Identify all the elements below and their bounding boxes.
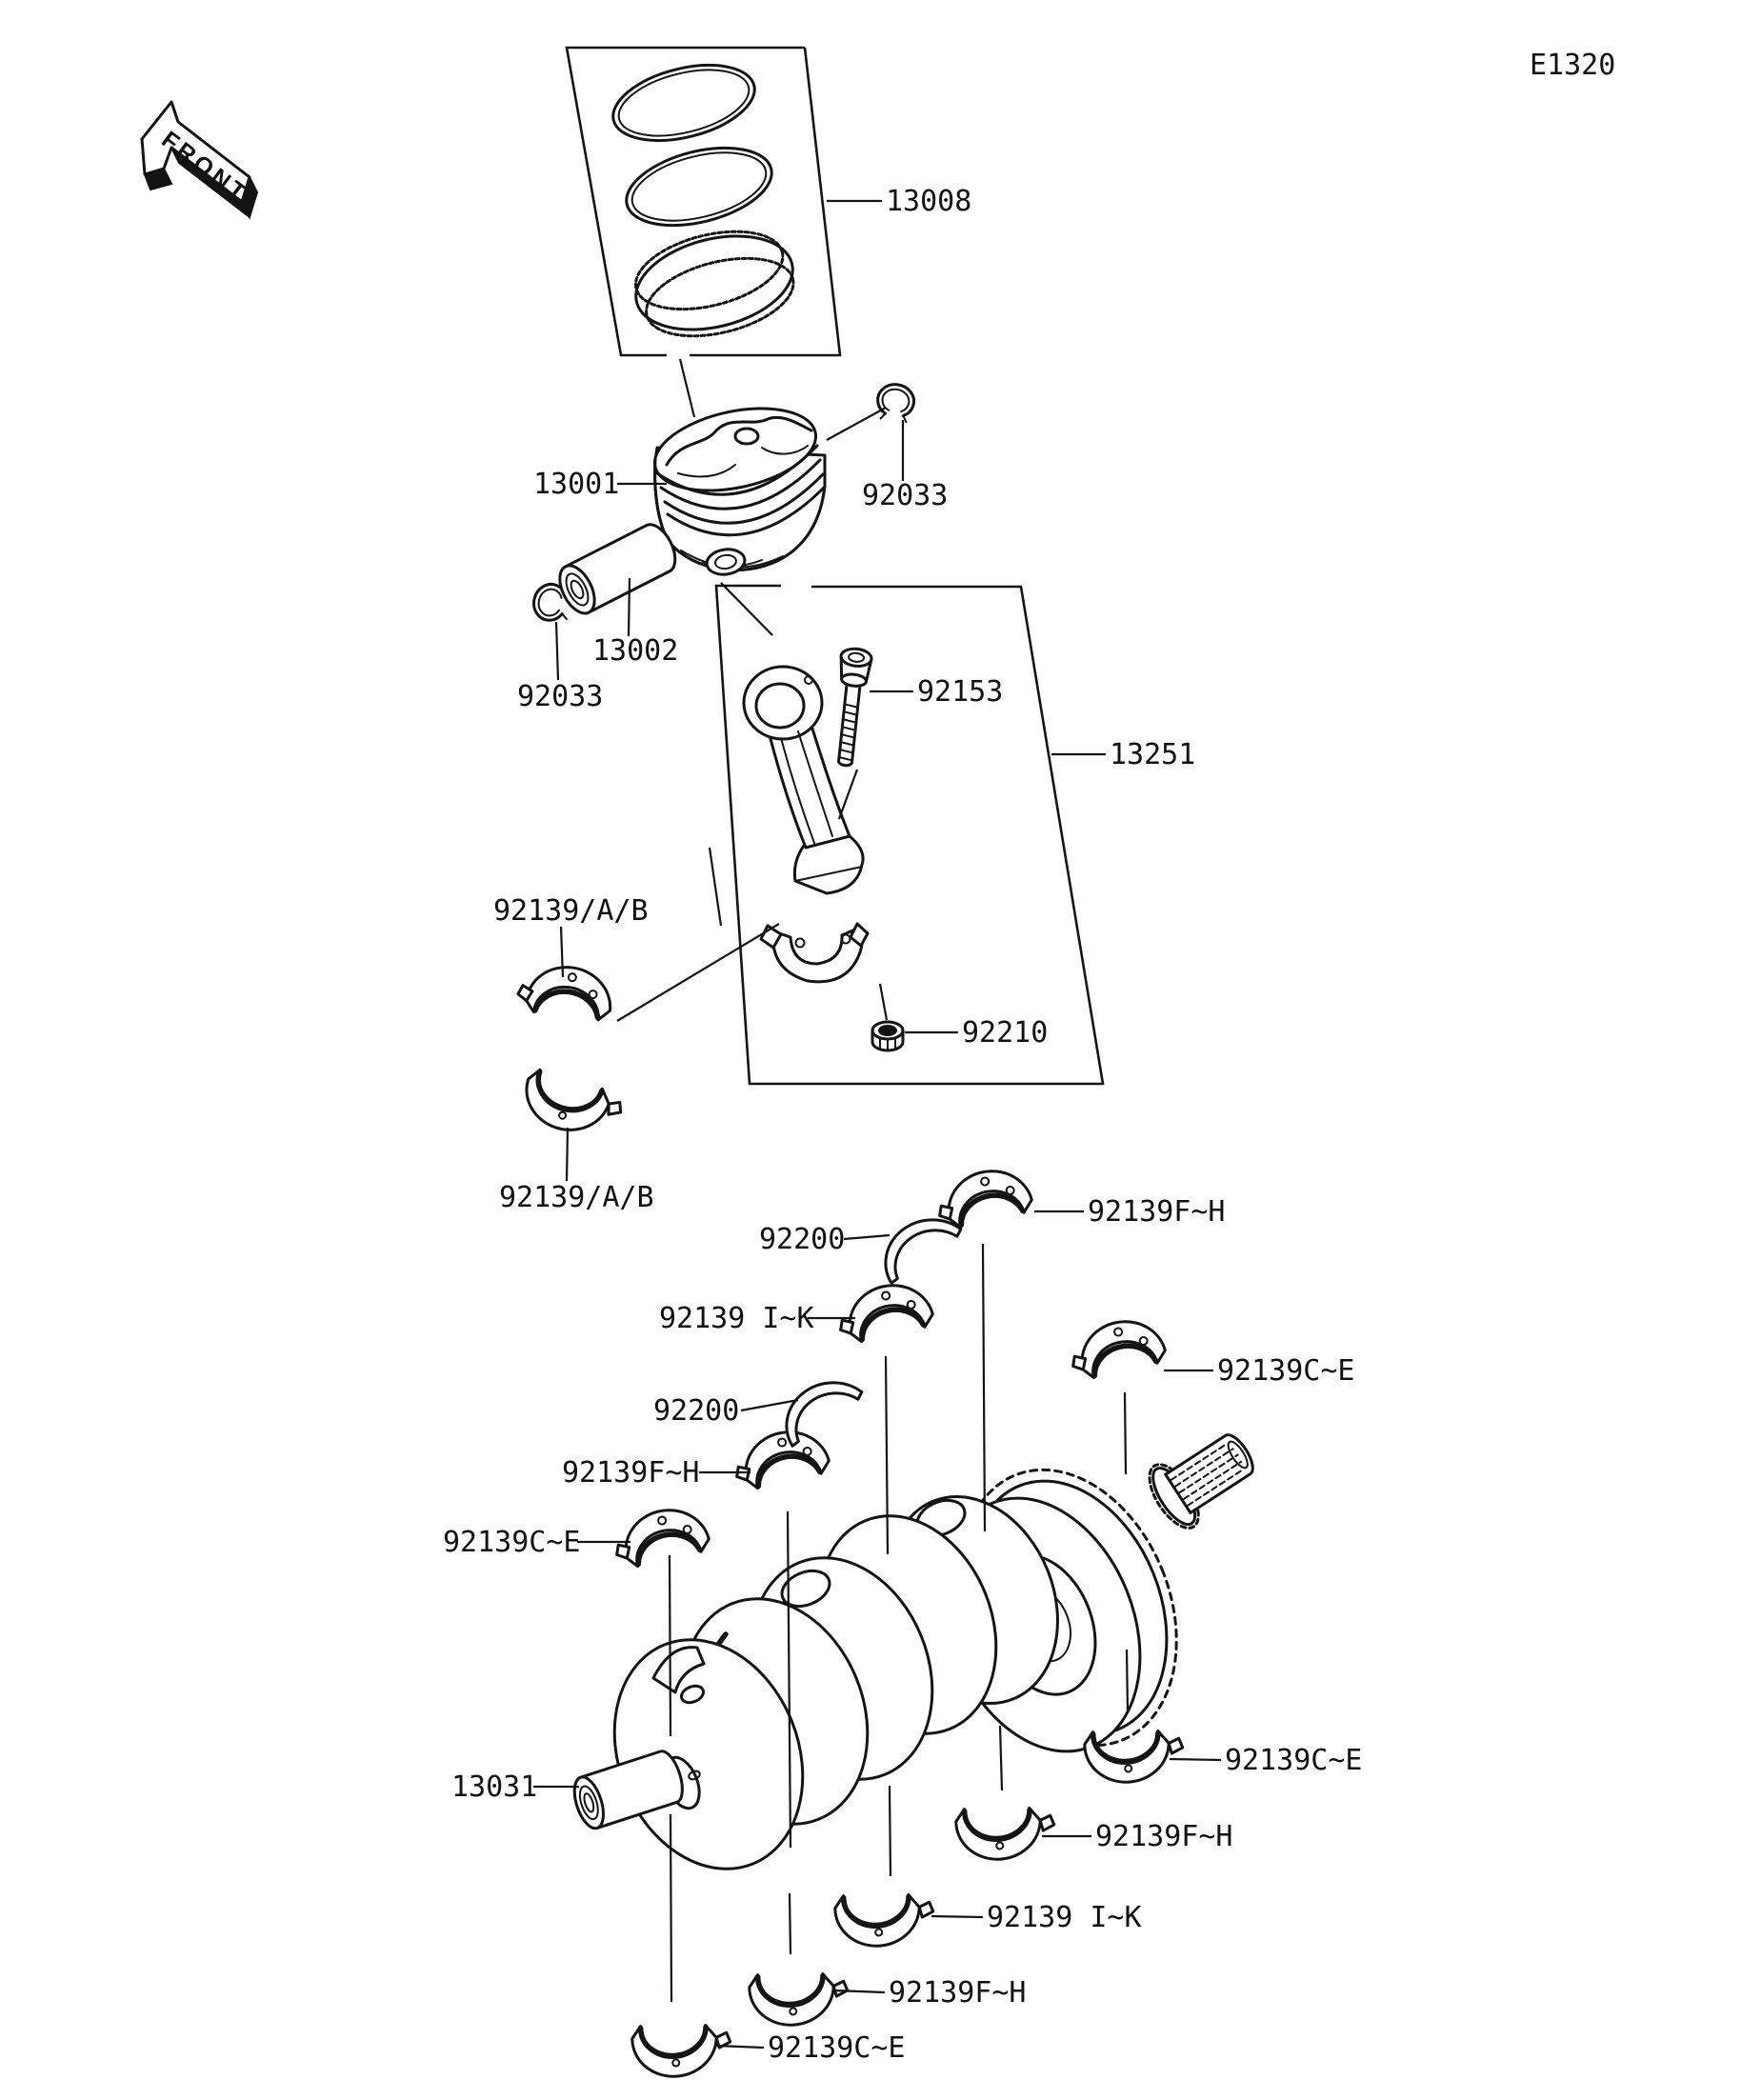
callout-main-bearing-ce-bottom-left[interactable]: 92139C~E	[768, 2031, 906, 2065]
assembly-line-1	[720, 582, 773, 636]
leader-rod-bearing-upper	[559, 926, 565, 978]
callout-rod-bearing-lower[interactable]: 92139/A/B	[499, 1181, 654, 1214]
part-main-bearing-ce-bottom-left-drawing[interactable]	[630, 2017, 733, 2081]
callout-connecting-rod-assy[interactable]: 13251	[1110, 738, 1195, 771]
callout-piston-pin[interactable]: 13002	[592, 634, 678, 668]
callout-main-bearing-fh-top[interactable]: 92139F~H	[1088, 1195, 1226, 1229]
assembly-line-8	[888, 1785, 892, 1877]
assembly-line-16	[1125, 1649, 1130, 1713]
leader-piston-pin	[627, 577, 631, 637]
callout-main-bearing-ce-right-mid[interactable]: 92139C~E	[1225, 1744, 1363, 1777]
part-main-bearing-ce-left-drawing[interactable]	[611, 1505, 711, 1569]
part-rod-nut-drawing[interactable]	[870, 1020, 905, 1052]
callout-main-bearing-fh-bottom-mid[interactable]: 92139F~H	[889, 1976, 1027, 2010]
callout-circlip-left[interactable]: 92033	[517, 680, 603, 713]
callout-circlip-right[interactable]: 92033	[862, 479, 948, 512]
assembly-line-15	[1123, 1391, 1128, 1475]
part-main-bearing-ik-bottom-drawing[interactable]	[833, 1887, 936, 1950]
callout-piston[interactable]: 13001	[533, 468, 619, 501]
part-main-bearing-fh-top-drawing[interactable]	[934, 1166, 1034, 1230]
assembly-line-10	[998, 1725, 1004, 1791]
front-direction-arrow: FRONT	[140, 100, 259, 220]
callout-leader-lines	[533, 199, 1222, 2050]
part-main-bearing-fh-bottom-mid-drawing[interactable]	[748, 1966, 850, 2030]
callout-main-bearing-fh-right-bot[interactable]: 92139F~H	[1095, 1820, 1233, 1853]
assembly-line-4	[878, 983, 889, 1021]
callout-rod-bolt[interactable]: 92153	[917, 675, 1003, 709]
part-main-bearing-ce-right-top-drawing[interactable]	[1068, 1316, 1168, 1380]
leader-main-bearing-fh-bottom-mid	[833, 1989, 886, 1994]
part-thrust-washer-top-drawing[interactable]	[878, 1213, 969, 1286]
leader-thrust-washer-top	[843, 1233, 891, 1241]
callout-main-bearing-ik-left[interactable]: 92139 I~K	[659, 1302, 814, 1335]
part-piston-pin-drawing[interactable]	[552, 519, 682, 619]
part-rod-bearing-lower-drawing[interactable]	[519, 1068, 626, 1140]
callout-crankshaft[interactable]: 13031	[451, 1770, 537, 1804]
leader-thrust-washer-left	[740, 1398, 799, 1412]
part-thrust-washer-left-drawing[interactable]	[779, 1376, 870, 1449]
callout-main-bearing-ce-left[interactable]: 92139C~E	[443, 1526, 581, 1559]
diagram-ref-code: E1320	[1530, 49, 1615, 82]
leader-main-bearing-ik-bottom	[931, 1914, 984, 1919]
assembly-line-0	[678, 358, 696, 418]
callout-main-bearing-ik-bottom[interactable]: 92139 I~K	[987, 1901, 1142, 1934]
oil-ring-drawing	[633, 230, 795, 338]
assembly-line-3	[837, 769, 859, 820]
assembly-line-2	[826, 407, 887, 441]
part-connecting-rod-drawing[interactable]	[742, 665, 865, 895]
callout-ring-set[interactable]: 13008	[886, 185, 971, 218]
assembly-line-7	[884, 1355, 890, 1555]
assembly-line-6	[708, 847, 723, 927]
part-piston-drawing[interactable]	[648, 395, 827, 577]
callout-rod-bearing-upper[interactable]: 92139/A/B	[493, 894, 649, 928]
leader-main-bearing-ce-right-mid	[1169, 1757, 1222, 1762]
part-main-bearing-ik-left-drawing[interactable]	[835, 1280, 935, 1344]
part-main-bearing-fh-left-drawing[interactable]	[731, 1427, 831, 1490]
part-rod-bearing-upper-drawing[interactable]	[515, 957, 617, 1027]
part-rod-bolt-drawing[interactable]	[830, 647, 873, 768]
assembly-line-11	[786, 1510, 792, 1849]
assembly-line-14	[669, 1813, 673, 2003]
callout-thrust-washer-left[interactable]: 92200	[653, 1394, 739, 1428]
part-circlip-right-drawing[interactable]	[872, 380, 918, 426]
assembly-pointer-lines	[616, 358, 1130, 2003]
part-main-bearing-fh-right-bot-drawing[interactable]	[954, 1800, 1057, 1864]
callout-thrust-washer-top[interactable]: 92200	[759, 1223, 845, 1256]
part-rod-cap-drawing[interactable]	[759, 922, 870, 984]
leader-rod-bearing-lower	[565, 1127, 570, 1182]
callout-main-bearing-fh-left[interactable]: 92139F~H	[562, 1456, 700, 1490]
callout-rod-nut[interactable]: 92210	[962, 1016, 1048, 1050]
callout-main-bearing-ce-right-top[interactable]: 92139C~E	[1217, 1354, 1355, 1388]
leader-main-bearing-ce-bottom-left	[715, 2044, 765, 2050]
assembly-line-9	[981, 1243, 987, 1532]
part-piston-ring-set-drawing[interactable]	[565, 46, 842, 357]
assembly-line-5	[616, 923, 780, 1022]
leader-circlip-left	[554, 621, 560, 681]
callout-labels: 13008 13001 92033 13002 92033 92153 13251 92210…	[443, 185, 1363, 2065]
connecting-rod-assy-box	[714, 584, 1105, 1086]
